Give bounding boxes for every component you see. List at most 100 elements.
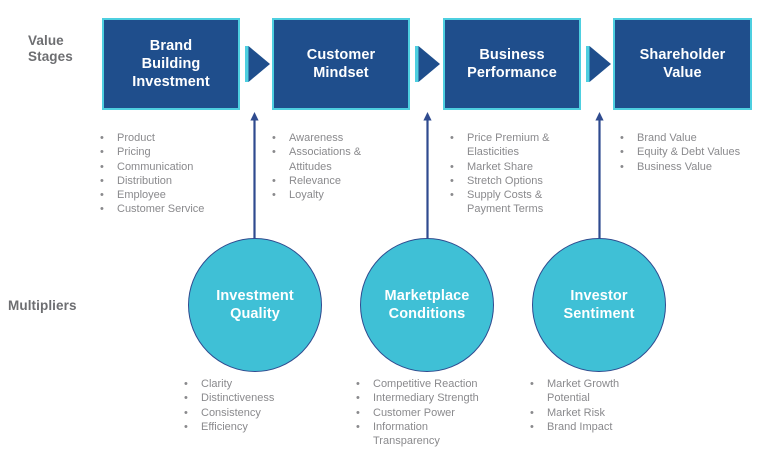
list-item-label: Associations & Attitudes bbox=[289, 146, 362, 173]
bullet-point-icon: • bbox=[272, 146, 276, 159]
list-item-label: Business Value bbox=[637, 160, 713, 173]
list-item: •Consistency bbox=[184, 406, 334, 420]
stage-bullet-list-business-performance: • Price Premium & Elasticities • Market Sha… bbox=[450, 131, 585, 217]
bullet-point-icon: • bbox=[620, 146, 624, 159]
list-item-label: Supply Costs & Payment Terms bbox=[467, 189, 544, 216]
list-item: • Associations & Attitudes bbox=[272, 145, 422, 174]
list-item-label: Market Growth Potential bbox=[547, 378, 620, 405]
list-item-label: Employee bbox=[117, 189, 166, 202]
list-item-label: Stretch Options bbox=[467, 174, 543, 187]
bullet-point-icon: • bbox=[620, 132, 624, 144]
multiplier-circle-investor-sentiment[interactable]: Investor Sentiment bbox=[532, 238, 666, 372]
list-item: • Awareness bbox=[272, 131, 422, 145]
multiplier-circle-investment-quality[interactable]: Investment Quality bbox=[188, 238, 322, 372]
chevron-right-icon bbox=[245, 46, 270, 82]
bullet-point-icon: • bbox=[530, 420, 534, 433]
list-item-label: Awareness bbox=[289, 132, 344, 144]
arrow-up-icon bbox=[595, 112, 604, 252]
list-item: • Market Growth Potential bbox=[530, 377, 680, 406]
bullet-point-icon: • bbox=[356, 392, 360, 405]
list-item: • Price Premium & Elasticities bbox=[450, 131, 585, 160]
list-item: • Efficiency bbox=[184, 420, 334, 434]
multiplier-title: Marketplace Conditions bbox=[384, 288, 470, 322]
list-item: •Product bbox=[100, 131, 250, 145]
list-item-label: Price Premium & Elasticities bbox=[467, 132, 550, 159]
list-item: • Equity & Debt Values bbox=[620, 145, 768, 159]
multiplier-bullet-list-marketplace-conditions: • Competitive Reaction • Intermediary Stren… bbox=[356, 377, 516, 448]
stage-box-customer-mindset[interactable]: Customer Mindset bbox=[272, 18, 410, 110]
list-item: •Distribution bbox=[100, 174, 250, 188]
list-item-label: Customer Service bbox=[117, 203, 205, 216]
list-item: • Pricing bbox=[100, 145, 250, 159]
list-item-label: Consistency bbox=[201, 406, 261, 419]
stage-box-business-performance[interactable]: Business Performance bbox=[443, 18, 581, 110]
chevron-right-icon bbox=[586, 46, 611, 82]
bullet-point-icon: • bbox=[450, 160, 454, 173]
bullet-point-icon: • bbox=[530, 406, 534, 419]
list-item-label: Market Risk bbox=[547, 406, 606, 419]
list-item-label: Customer Power bbox=[373, 406, 455, 419]
stage-box-brand-building-investment[interactable]: Brand Building Investment bbox=[102, 18, 240, 110]
bullet-point-icon: • bbox=[356, 378, 360, 390]
list-item-label: Intermediary Strength bbox=[373, 392, 479, 405]
list-item-label: Clarity bbox=[201, 378, 233, 390]
stage-bullet-list-shareholder-value: • Brand Value • Equity & Debt Values • Busine… bbox=[620, 131, 768, 174]
list-item: • Intermediary Strength bbox=[356, 391, 516, 405]
stage-bullet-list-brand-building-investment: •Product•Pricing•Communication•Distribut… bbox=[100, 131, 250, 217]
list-item: • Stretch Options bbox=[450, 174, 585, 188]
list-item-label: Efficiency bbox=[201, 420, 248, 433]
chevron-right-icon bbox=[415, 46, 440, 82]
list-item-label: Brand Impact bbox=[547, 420, 613, 433]
arrow-up-icon bbox=[250, 112, 259, 252]
bullet-point-icon: • bbox=[184, 420, 188, 433]
bullet-point-icon: • bbox=[100, 146, 104, 159]
bullet-point-icon: • bbox=[100, 203, 104, 216]
arrow-up-icon bbox=[423, 112, 432, 252]
bullet-point-icon: • bbox=[272, 132, 276, 144]
bullet-point-icon: • bbox=[450, 132, 454, 144]
stage-box-shareholder-value[interactable]: Shareholder Value bbox=[613, 18, 752, 110]
list-item-label: Market Share bbox=[467, 160, 534, 173]
bullet-point-icon: • bbox=[100, 174, 104, 187]
list-item: • Supply Costs & Payment Terms bbox=[450, 188, 585, 217]
list-item-label: Loyalty bbox=[289, 189, 324, 202]
list-item-label: Pricing bbox=[117, 146, 151, 159]
bullet-point-icon: • bbox=[184, 378, 188, 390]
list-item: • Competitive Reaction bbox=[356, 377, 516, 391]
list-item-label: Product bbox=[117, 132, 155, 144]
bullet-point-icon: • bbox=[356, 406, 360, 419]
list-item: • Clarity bbox=[184, 377, 334, 391]
list-item: • Information Transparency bbox=[356, 420, 516, 449]
list-item-label: Distinctiveness bbox=[201, 392, 275, 405]
list-item-label: Relevance bbox=[289, 174, 341, 187]
list-item-label: Equity & Debt Values bbox=[637, 146, 741, 159]
list-item: • Market Share bbox=[450, 160, 585, 174]
stage-title: Brand Building Investment bbox=[132, 38, 210, 90]
bullet-point-icon: • bbox=[450, 174, 454, 187]
list-item: • Distinctiveness bbox=[184, 391, 334, 405]
stage-bullet-list-customer-mindset: •Awareness•Associations & Attitudes•Rele… bbox=[272, 131, 422, 202]
stage-title: Customer Mindset bbox=[306, 47, 376, 81]
list-item-label: Information Transparency bbox=[373, 420, 440, 448]
bullet-point-icon: • bbox=[100, 189, 104, 202]
bullet-point-icon: • bbox=[184, 392, 188, 405]
multiplier-circle-marketplace-conditions[interactable]: Marketplace Conditions bbox=[360, 238, 494, 372]
row-label-value-stages: Value Stages bbox=[28, 33, 73, 64]
list-item: •Relevance bbox=[272, 174, 422, 188]
bullet-point-icon: • bbox=[100, 160, 104, 173]
bullet-point-icon: • bbox=[356, 420, 360, 433]
bullet-point-icon: • bbox=[272, 189, 276, 202]
multiplier-title: Investment Quality bbox=[216, 288, 294, 322]
list-item: • Customer Power bbox=[356, 406, 516, 420]
multiplier-title: Investor Sentiment bbox=[563, 288, 635, 322]
stage-title: Shareholder Value bbox=[639, 47, 726, 81]
list-item-label: Competitive Reaction bbox=[373, 378, 478, 390]
bullet-point-icon: • bbox=[620, 160, 624, 173]
list-item: •Communication bbox=[100, 160, 250, 174]
bullet-point-icon: • bbox=[530, 378, 534, 390]
list-item-label: Brand Value bbox=[637, 132, 697, 144]
multiplier-bullet-list-investor-sentiment: • Market Growth Potential • Market Risk • Bra… bbox=[530, 377, 680, 434]
bullet-point-icon: • bbox=[450, 189, 454, 202]
list-item: • Market Risk bbox=[530, 406, 680, 420]
